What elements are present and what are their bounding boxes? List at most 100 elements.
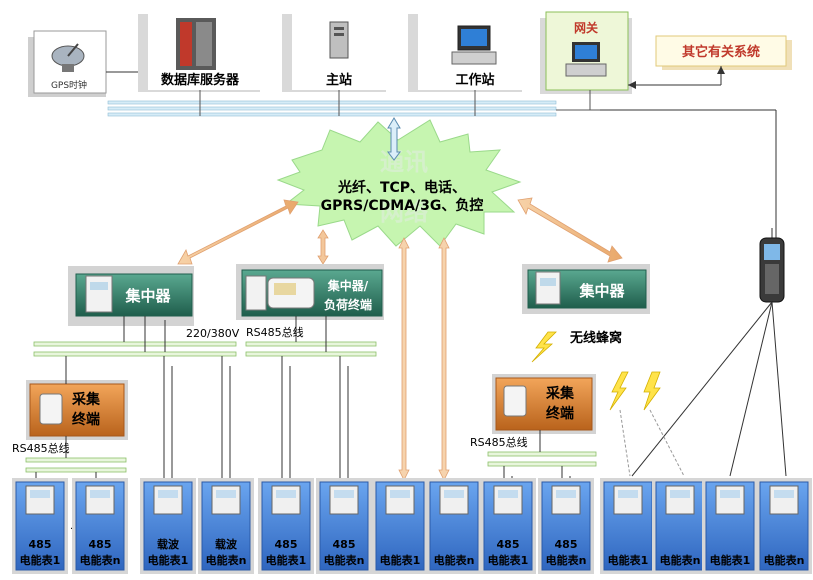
meter-type-label: 载波 — [157, 537, 180, 551]
meter-name-label: 电能表n — [434, 553, 475, 567]
meter-type-label: 485 — [333, 538, 356, 551]
gateway-node: 网关 — [540, 11, 632, 94]
left-power-bus — [33, 316, 237, 357]
meter-8: 电能表n — [426, 478, 482, 574]
workstation-label: 工作站 — [455, 72, 494, 88]
meter-type-label: 485 — [89, 538, 112, 551]
concentrator-right-label: 集中器 — [578, 282, 625, 300]
collector-right-label-2: 终端 — [546, 405, 574, 422]
gateway-computer-icon — [565, 42, 607, 77]
cloud-watermark-2: 网络 — [380, 198, 428, 226]
load-terminal-device-icon — [245, 275, 315, 311]
cloud-text-line1: 光纤、TCP、电话、 — [337, 179, 466, 196]
electric-meter-icon — [715, 485, 745, 515]
electric-meter-icon — [665, 485, 695, 515]
electric-meter-icon — [551, 485, 581, 515]
lan-bus — [107, 90, 777, 238]
cloud-text-line2: GPRS/CDMA/3G、负控 — [321, 197, 484, 214]
other-systems-node: 其它有关系统 — [655, 35, 792, 70]
meter-6: 485 电能表n — [316, 478, 372, 574]
handheld-to-meter-lines — [631, 301, 787, 477]
meter-5: 485 电能表1 — [258, 478, 314, 574]
electric-meter-icon — [613, 485, 643, 515]
electric-meter-icon — [211, 485, 241, 515]
right-rs485-bus — [487, 430, 597, 467]
collector-left-label-1: 采集 — [71, 391, 101, 408]
meter-type-label: 载波 — [215, 537, 238, 551]
satellite-dish-icon — [51, 43, 85, 72]
electric-meter-icon — [153, 485, 183, 515]
meter-name-label: 电能表1 — [20, 553, 61, 567]
left-rs485-label: RS485总线 — [12, 441, 70, 455]
meter-type-label: 485 — [497, 538, 520, 551]
communication-network-cloud: 通讯 网络 光纤、TCP、电话、 GPRS/CDMA/3G、负控 — [276, 119, 522, 247]
meter-name-label: 电能表n — [546, 553, 587, 567]
collector-left: 采集 终端 — [26, 380, 128, 440]
collector-device-icon — [39, 393, 63, 425]
meter-name-label: 电能表1 — [380, 553, 421, 567]
concentrator-left: 集中器 — [68, 266, 194, 326]
meter-11: 电能表1 — [600, 478, 656, 574]
electric-meter-icon — [329, 485, 359, 515]
gps-clock-node: GPS时钟 — [28, 30, 107, 97]
meter-name-label: 电能表1 — [488, 553, 529, 567]
electric-meter-icon — [769, 485, 799, 515]
meter-name-label: 电能表1 — [266, 553, 307, 567]
meter-name-label: 电能表n — [206, 553, 247, 567]
meter-14: 电能表n — [756, 478, 812, 574]
concentrator-middle-label-1: 集中器/ — [327, 278, 369, 293]
meter-type-label: 485 — [275, 538, 298, 551]
electric-meter-icon — [493, 485, 523, 515]
electric-meter-icon — [439, 485, 469, 515]
meter-name-label: 电能表1 — [148, 553, 189, 567]
collector-right-label-1: 采集 — [545, 385, 575, 402]
concentrator-left-label: 集中器 — [124, 287, 171, 305]
power-bus-label: 220/380V — [186, 327, 240, 340]
lan-cloud-link-arrow — [387, 117, 401, 161]
collector-right: 采集 终端 — [492, 374, 596, 434]
left-rs485-bus — [25, 436, 127, 473]
meter-type-label: 485 — [555, 538, 578, 551]
meter-9: 485 电能表1 — [480, 478, 536, 574]
wireless-cellular: 无线蜂窝 — [531, 330, 685, 477]
meter-name-label: 电能表n — [764, 553, 805, 567]
middle-rs485-label: RS485总线 — [246, 325, 304, 339]
meter-name-label: 电能表n — [660, 553, 701, 567]
master-station-label: 主站 — [326, 72, 352, 88]
database-server-node: 数据库服务器 — [138, 8, 260, 92]
concentrator-device-icon — [535, 271, 561, 305]
meter-name-label: 电能表1 — [608, 553, 649, 567]
gps-clock-label: GPS时钟 — [51, 79, 87, 91]
meter-13: 电能表1 — [702, 478, 758, 574]
concentrator-middle-label-2: 负荷终端 — [324, 297, 372, 312]
workstation-node: 工作站 — [408, 8, 522, 92]
meter-12: 电能表n — [652, 478, 708, 574]
electric-meter-icon — [385, 485, 415, 515]
tower-pc-icon — [329, 21, 349, 59]
gateway-label: 网关 — [574, 20, 598, 35]
meter-1: 485 电能表1 — [12, 478, 68, 574]
concentrator-right: 集中器 — [522, 264, 650, 314]
meter-type-label: 485 — [29, 538, 52, 551]
desktop-computer-icon — [451, 25, 497, 65]
collector-device-icon — [503, 385, 527, 417]
middle-rs485-bus — [245, 316, 377, 357]
concentrator-middle: 集中器/ 负荷终端 — [236, 264, 384, 320]
meter-name-label: 电能表n — [324, 553, 365, 567]
wireless-label: 无线蜂窝 — [569, 330, 622, 346]
meter-10: 485 电能表n — [538, 478, 594, 574]
electric-meter-icon — [85, 485, 115, 515]
electric-meter-icon — [25, 485, 55, 515]
cloud-watermark-1: 通讯 — [380, 148, 428, 176]
master-station-node: 主站 — [282, 8, 386, 92]
right-rs485-label: RS485总线 — [470, 435, 528, 449]
cloud-link-arrows — [177, 197, 623, 481]
server-rack-icon — [176, 18, 216, 70]
collector-left-label-2: 终端 — [72, 411, 100, 428]
database-server-label: 数据库服务器 — [161, 72, 240, 88]
meter-7: 电能表1 — [372, 478, 428, 574]
